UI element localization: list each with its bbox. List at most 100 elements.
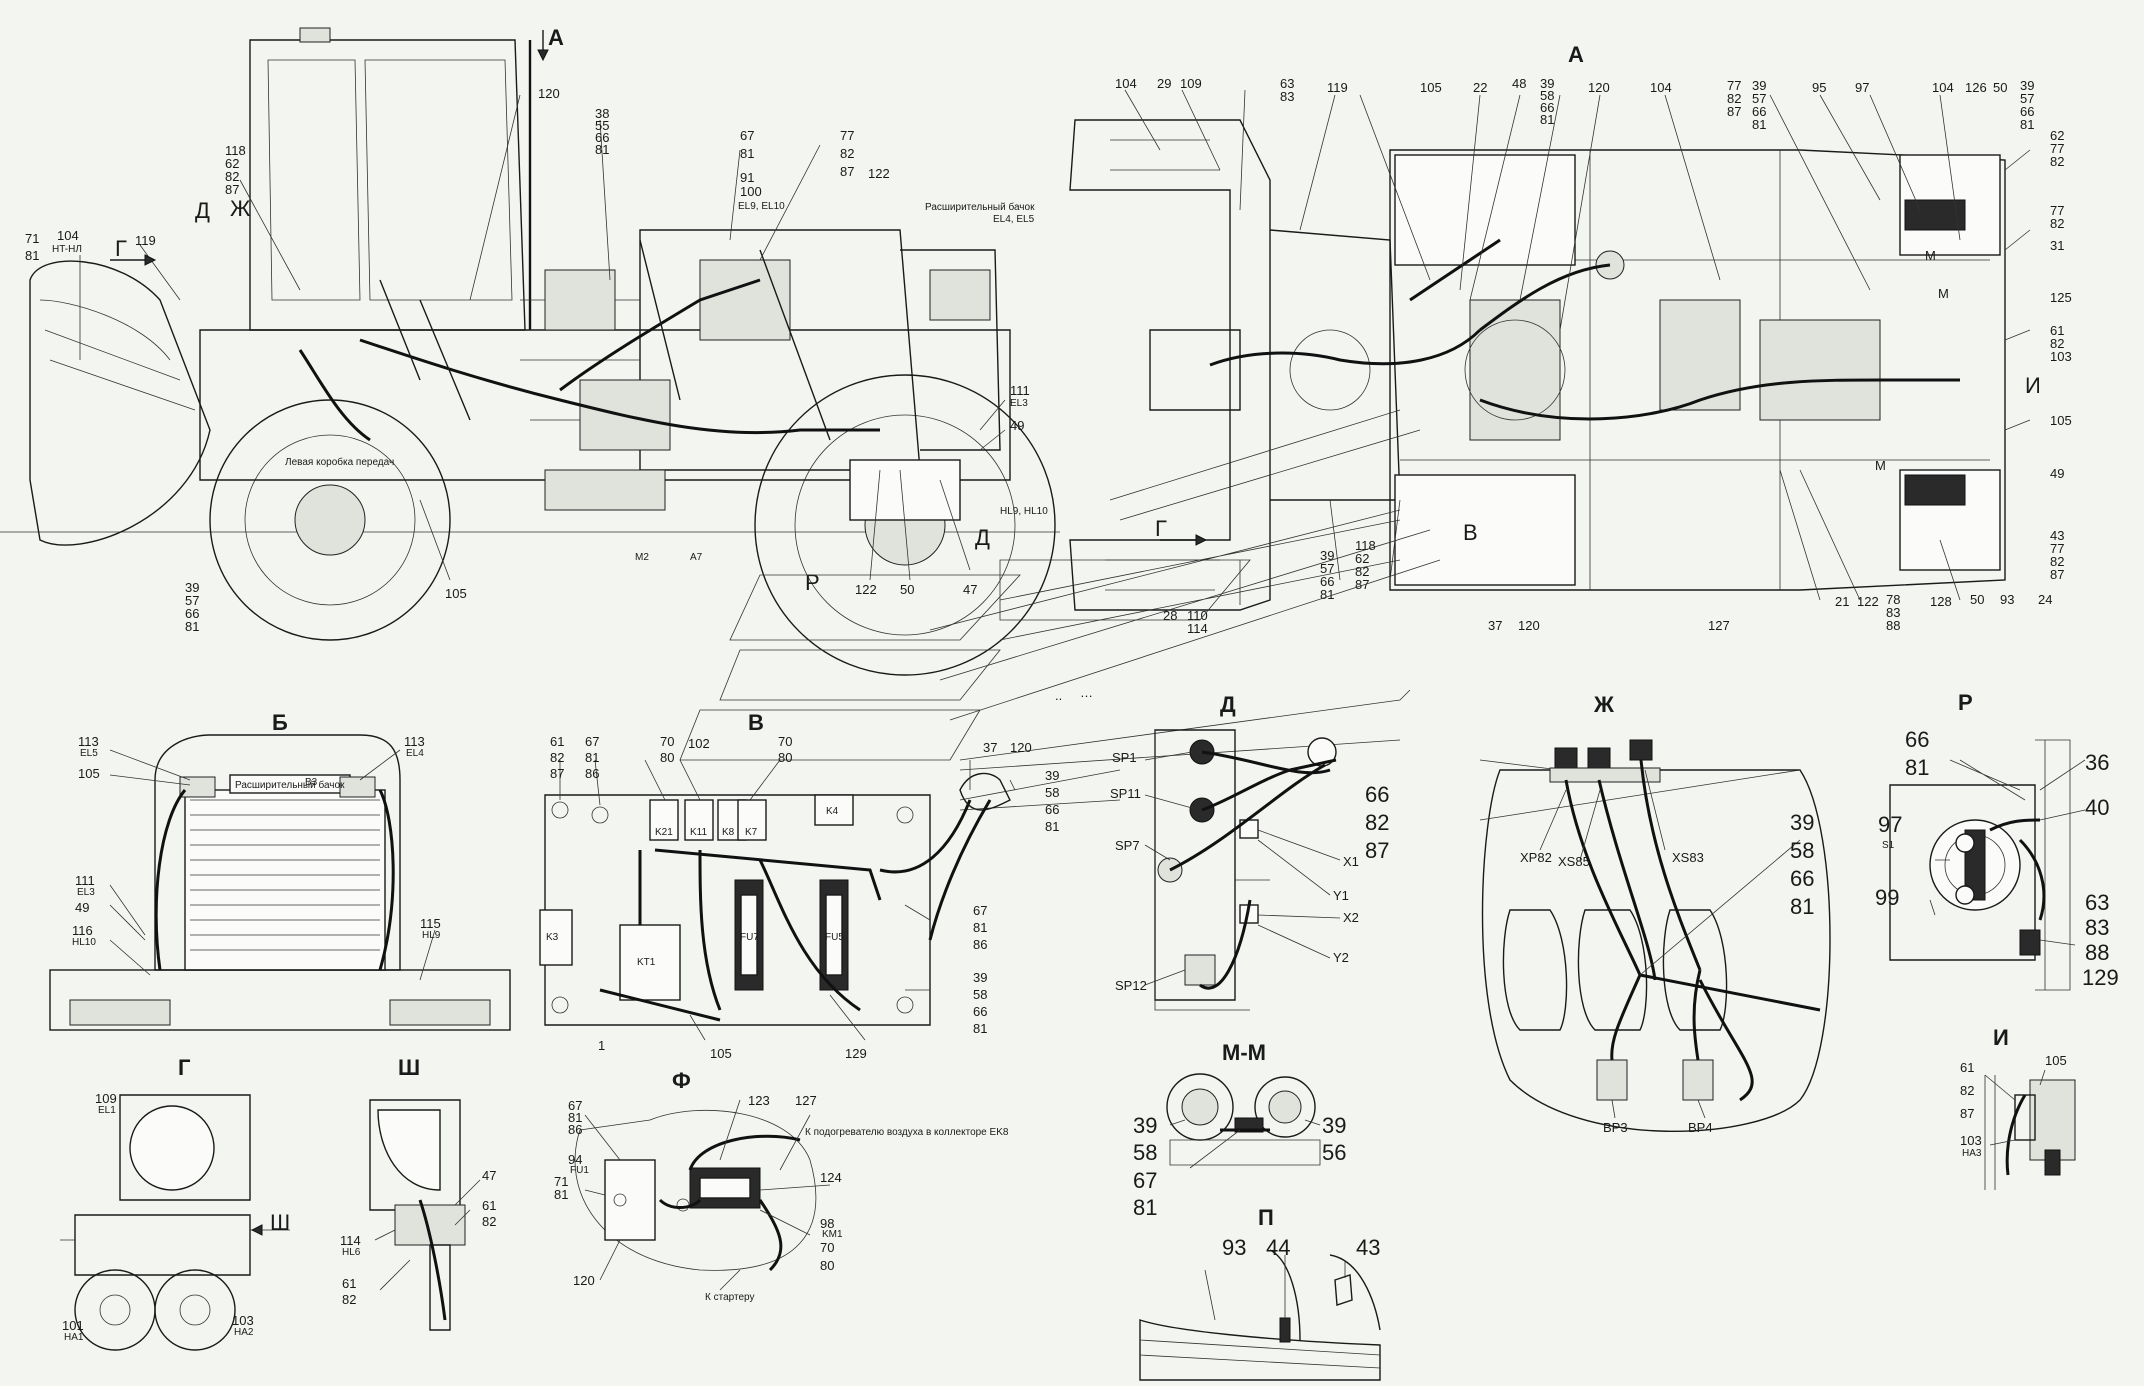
top-view-title: А — [1568, 42, 1584, 67]
view-v-relay-panel: В 61 82 87 67 81 86 70 80 102 70 80 37 1… — [539, 710, 1059, 1061]
svg-text:66: 66 — [1540, 100, 1554, 115]
view-b-title: Б — [272, 710, 288, 735]
svg-text:K7: K7 — [745, 827, 758, 838]
svg-text:BP3: BP3 — [1603, 1120, 1628, 1135]
svg-text:80: 80 — [778, 750, 792, 765]
svg-text:B3: B3 — [305, 777, 318, 788]
side-callout-62: 62 — [225, 156, 239, 171]
svg-text:43: 43 — [2050, 528, 2064, 543]
svg-text:95: 95 — [1812, 80, 1826, 95]
svg-text:87: 87 — [1365, 838, 1389, 863]
svg-text:81: 81 — [554, 1187, 568, 1202]
svg-text:82: 82 — [2050, 336, 2064, 351]
svg-text:39: 39 — [1790, 810, 1814, 835]
side-code-ht-hl: HT-HЛ — [52, 244, 82, 255]
svg-text:97: 97 — [1855, 80, 1869, 95]
svg-text:82: 82 — [482, 1214, 496, 1229]
top-marker-g: Г — [1155, 516, 1167, 541]
top-view-callouts-right: 62 77 82 77 82 31 125 61 82 103 И 105 49… — [2025, 128, 2072, 582]
svg-text:88: 88 — [2085, 940, 2109, 965]
side-callout-100: 100 — [740, 184, 762, 199]
svg-text:83: 83 — [1886, 605, 1900, 620]
view-p-section: П 93 44 43 — [1139, 1205, 1381, 1381]
svg-text:XP82: XP82 — [1520, 850, 1552, 865]
svg-text:39: 39 — [1752, 78, 1766, 93]
side-marker-d: Д — [195, 198, 210, 223]
top-marker-m2: М — [1875, 458, 1886, 473]
view-sh-lamp: Ш 47 61 82 114 HL6 61 82 — [340, 1055, 496, 1331]
side-callout-55: 55 — [595, 118, 609, 133]
svg-text:И: И — [2025, 373, 2041, 398]
svg-text:56: 56 — [1322, 1140, 1346, 1165]
svg-text:115: 115 — [420, 916, 441, 931]
svg-text:39: 39 — [1133, 1113, 1157, 1138]
side-callout-91: 91 — [740, 170, 754, 185]
side-view-loader: А Г Д Ж Р Д М2 А7 120 38 55 66 81 67 81 … — [0, 25, 1060, 676]
view-g-title: Г — [178, 1055, 191, 1080]
svg-text:…: … — [1080, 685, 1093, 700]
svg-text:120: 120 — [1518, 618, 1540, 633]
svg-text:62: 62 — [2050, 128, 2064, 143]
svg-text:1: 1 — [598, 1038, 605, 1053]
svg-text:HL10: HL10 — [72, 937, 96, 948]
side-callout-87: 87 — [840, 164, 854, 179]
svg-text:39: 39 — [973, 970, 987, 985]
svg-text:57: 57 — [1752, 91, 1766, 106]
svg-text:103: 103 — [1960, 1133, 1982, 1148]
side-code-el9-el10: EL9, EL10 — [738, 201, 785, 212]
svg-text:63: 63 — [2085, 890, 2109, 915]
view-b-rear: Б 113 EL5 105 113 EL4 111 EL3 49 116 HL1… — [49, 710, 511, 1031]
svg-text:49: 49 — [2050, 466, 2064, 481]
svg-text:XS85: XS85 — [1558, 854, 1590, 869]
svg-text:37: 37 — [1488, 618, 1502, 633]
svg-text:39: 39 — [1320, 548, 1334, 563]
svg-text:39: 39 — [1540, 76, 1554, 91]
side-callout-71: 71 — [25, 231, 39, 246]
side-callout-66: 66 — [595, 130, 609, 145]
svg-text:67: 67 — [1133, 1168, 1157, 1193]
side-marker-r: Р — [805, 570, 820, 595]
svg-text:61: 61 — [1960, 1060, 1974, 1075]
svg-text:43: 43 — [1356, 1235, 1380, 1260]
svg-text:81: 81 — [1905, 755, 1929, 780]
svg-text:EL5: EL5 — [80, 748, 98, 759]
svg-text:61: 61 — [342, 1276, 356, 1291]
svg-text:87: 87 — [1727, 104, 1741, 119]
svg-text:S1: S1 — [1882, 840, 1895, 851]
svg-text:120: 120 — [1588, 80, 1610, 95]
side-callout-66b: 66 — [185, 606, 199, 621]
side-marker-zh: Ж — [230, 196, 251, 221]
svg-text:127: 127 — [795, 1093, 817, 1108]
view-i-title: И — [1993, 1025, 2009, 1050]
svg-text:70: 70 — [778, 734, 792, 749]
side-callout-82b: 82 — [225, 169, 239, 184]
svg-text:81: 81 — [973, 920, 987, 935]
side-callout-81d: 81 — [185, 619, 199, 634]
side-code-el3: EL3 — [1010, 398, 1028, 409]
svg-text:66: 66 — [1365, 782, 1389, 807]
side-callout-77: 77 — [840, 128, 854, 143]
side-callout-81: 81 — [595, 142, 609, 157]
view-f-title: Ф — [672, 1068, 691, 1093]
svg-text:70: 70 — [820, 1240, 834, 1255]
svg-text:50: 50 — [1993, 80, 2007, 95]
svg-text:X2: X2 — [1343, 910, 1359, 925]
svg-text:81: 81 — [973, 1021, 987, 1036]
top-view-a: А Г В М М М — [1069, 42, 2031, 611]
svg-text:KT1: KT1 — [637, 957, 656, 968]
view-r-title: Р — [1958, 690, 1973, 715]
svg-text:81: 81 — [2020, 117, 2034, 132]
svg-text:82: 82 — [2050, 216, 2064, 231]
svg-text:K11: K11 — [690, 827, 707, 838]
view-mm-title: М-М — [1222, 1040, 1266, 1065]
svg-text:126: 126 — [1965, 80, 1987, 95]
svg-text:EL4: EL4 — [406, 748, 424, 759]
svg-text:71: 71 — [554, 1174, 568, 1189]
side-callout-39: 39 — [185, 580, 199, 595]
svg-text:77: 77 — [1727, 78, 1741, 93]
view-zh-sensors: Ж XP82 XS85 XS83 39 58 66 81 BP3 BP4 — [1479, 692, 1831, 1135]
svg-text:118: 118 — [1355, 538, 1376, 553]
svg-text:21: 21 — [1835, 594, 1849, 609]
svg-text:119: 119 — [1327, 80, 1348, 95]
